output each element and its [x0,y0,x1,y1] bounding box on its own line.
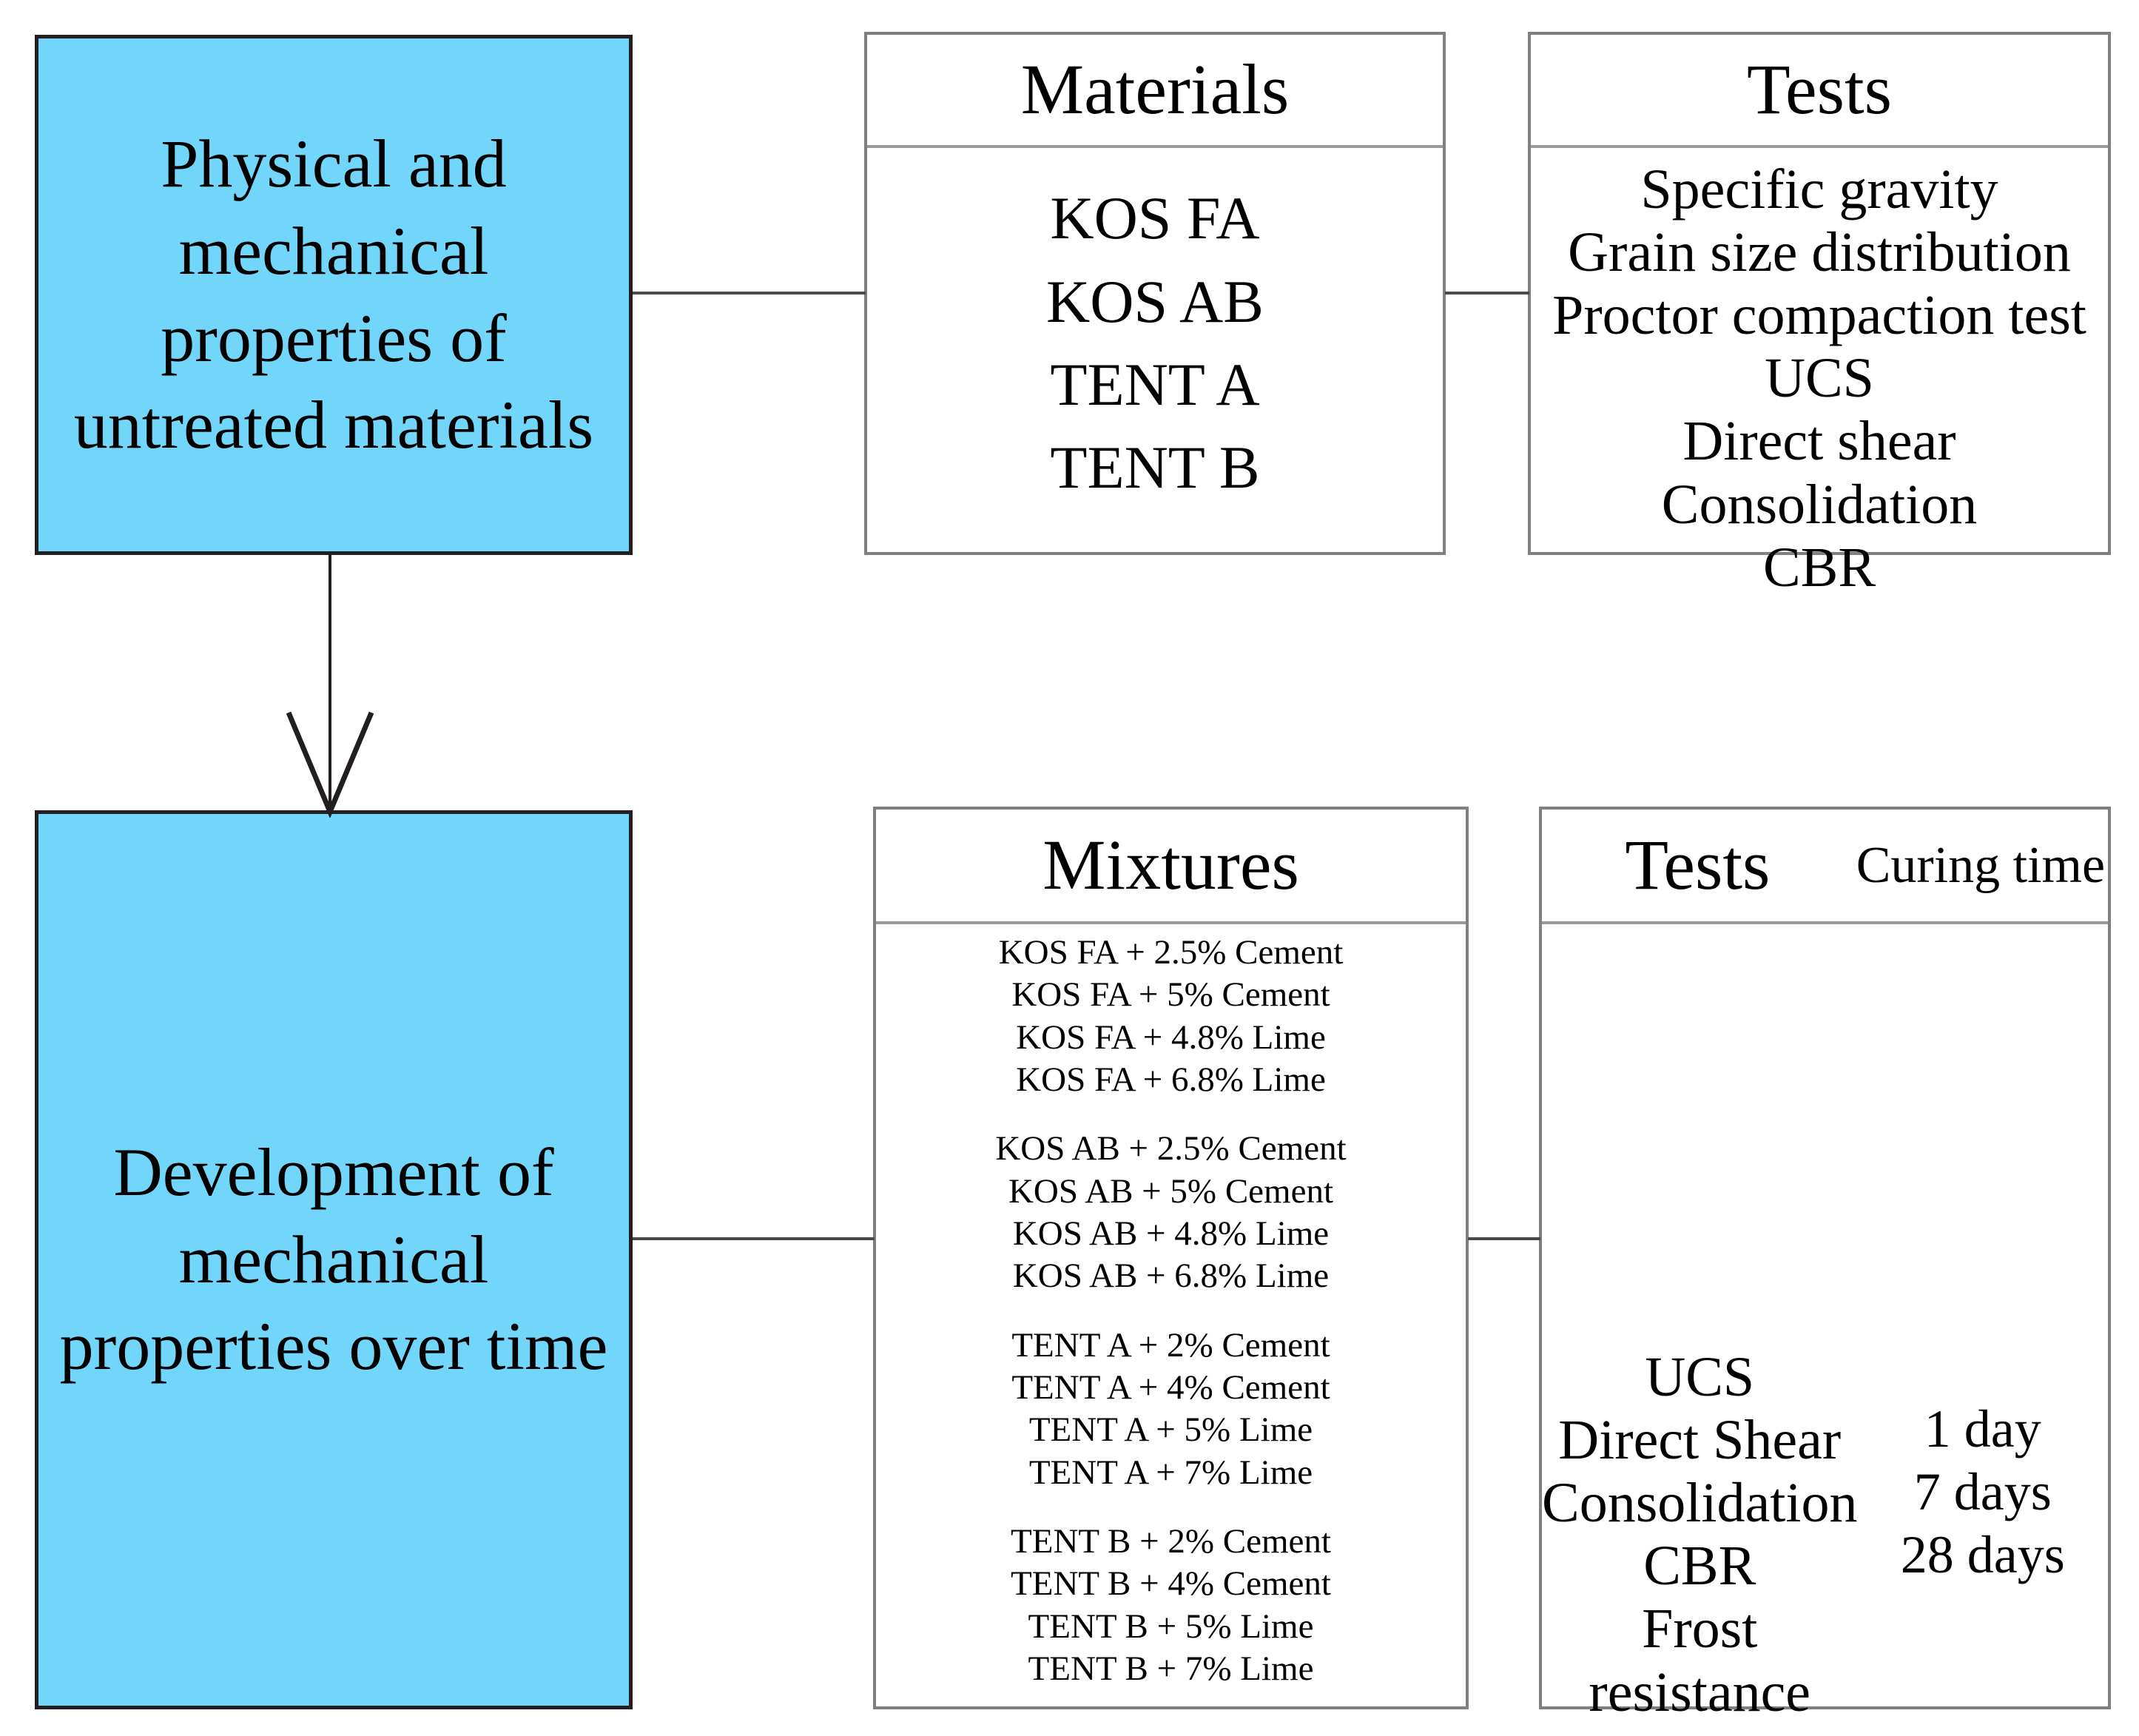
stage-two-tests-header-title: Tests [1625,825,1771,905]
list-item: TENT A + 5% Lime [1028,1410,1313,1450]
mixture-group-kos-fa: KOS FA + 2.5% Cement KOS FA + 5% Cement … [876,932,1466,1101]
stage-two-title: Development of mechanical properties ove… [59,1134,608,1385]
mixtures-header-title: Mixtures [1042,825,1299,905]
list-item: KOS FA + 5% Cement [1011,975,1330,1015]
stage-one-blue-box[interactable]: Physical and mechanical properties of un… [35,35,633,555]
list-item: KOS FA [1050,184,1260,252]
stage-two-blue-box[interactable]: Development of mechanical properties ove… [35,810,633,1709]
list-item: UCS [1645,1346,1755,1408]
mixtures-panel[interactable]: Mixtures KOS FA + 2.5% Cement KOS FA + 5… [873,807,1469,1709]
stage-two-tests-panel[interactable]: Tests Curing time UCS Direct Shear Conso… [1539,807,2111,1723]
stage-one-tests-panel[interactable]: Tests Specific gravity Grain size distri… [1528,32,2111,599]
group-spacer [876,1101,1466,1128]
stage-two-header-columns: Tests Curing time [1542,825,2108,905]
list-item: TENT A + 4% Cement [1011,1367,1330,1407]
list-item: 1 day [1924,1399,2041,1459]
materials-header-title: Materials [1020,50,1290,129]
materials-list: KOS FA KOS AB TENT A TENT B [1046,177,1264,509]
stage-two-tests-panel-body: UCS Direct Shear Consolidation CBR Frost… [1542,924,2108,1724]
list-item: Direct shear [1682,410,1956,473]
list-item: 7 days [1913,1461,2052,1521]
list-item: Consolidation [1661,473,1978,536]
list-item: KOS AB [1046,267,1264,335]
stage-two-body-columns: UCS Direct Shear Consolidation CBR Frost… [1542,924,2108,1724]
stage-one-tests-list: Specific gravity Grain size distribution… [1531,158,2108,599]
connector-materials-to-tests [1445,292,1529,295]
mixture-group-tent-b: TENT B + 2% Cement TENT B + 4% Cement TE… [876,1521,1466,1690]
stage-one-tests-panel-body: Specific gravity Grain size distribution… [1531,148,2108,599]
list-item: CBR [1643,1535,1756,1598]
list-item: TENT B + 2% Cement [1011,1521,1331,1561]
list-item: KOS FA + 6.8% Lime [1016,1060,1326,1099]
materials-panel-body: KOS FA KOS AB TENT A TENT B [867,148,1443,552]
list-item: TENT B [1050,434,1260,502]
list-item: TENT B + 5% Lime [1028,1607,1314,1646]
list-item: CBR [1762,536,1876,599]
list-item: KOS AB + 5% Cement [1008,1171,1334,1211]
mixtures-panel-body: KOS FA + 2.5% Cement KOS FA + 5% Cement … [876,924,1466,1706]
curing-time-list: 1 day 7 days 28 days [1857,924,2108,1724]
group-spacer [876,1298,1466,1325]
list-item: KOS AB + 4.8% Lime [1012,1214,1330,1253]
mixtures-list: KOS FA + 2.5% Cement KOS FA + 5% Cement … [876,932,1466,1690]
list-item: Proctor compaction test [1552,284,2086,347]
connector-stage-one-to-stage-two [329,555,331,813]
mixture-group-kos-ab: KOS AB + 2.5% Cement KOS AB + 5% Cement … [876,1128,1466,1297]
list-item: TENT A + 2% Cement [1011,1325,1330,1365]
list-item: 28 days [1900,1524,2065,1584]
list-item: KOS FA + 2.5% Cement [998,933,1344,972]
curing-time-header-title: Curing time [1856,836,2106,894]
stage-one-tests-header-title: Tests [1747,50,1892,129]
list-item: UCS [1765,347,1874,410]
list-item: Consolidation [1542,1472,1858,1535]
connector-mixtures-to-tests [1468,1237,1540,1240]
connector-stage-one-to-materials [633,292,866,295]
list-item: Grain size distribution [1568,221,2071,284]
connector-stage-two-to-mixtures [633,1237,875,1240]
group-spacer [876,1494,1466,1521]
list-item: TENT B + 4% Cement [1011,1564,1331,1604]
mixtures-panel-header: Mixtures [876,810,1466,924]
list-item: Frost resistance [1589,1598,1811,1723]
stage-one-tests-panel-header: Tests [1531,35,2108,148]
list-item: TENT B + 7% Lime [1028,1649,1314,1688]
materials-panel-header: Materials [867,35,1443,148]
stage-two-tests-panel-header: Tests Curing time [1542,810,2108,924]
list-item: TENT A [1050,351,1260,418]
mixture-group-tent-a: TENT A + 2% Cement TENT A + 4% Cement TE… [876,1325,1466,1494]
list-item: TENT A + 7% Lime [1028,1453,1313,1492]
list-item: Specific gravity [1640,158,1998,221]
materials-panel[interactable]: Materials KOS FA KOS AB TENT A TENT B [864,32,1446,555]
list-item: KOS AB + 6.8% Lime [1012,1256,1330,1296]
stage-one-title: Physical and mechanical properties of un… [73,126,594,463]
list-item: Direct Shear [1558,1409,1842,1472]
list-item: KOS AB + 2.5% Cement [995,1129,1347,1168]
stage-two-tests-list: UCS Direct Shear Consolidation CBR Frost… [1542,924,1857,1724]
list-item: KOS FA + 4.8% Lime [1016,1017,1326,1057]
